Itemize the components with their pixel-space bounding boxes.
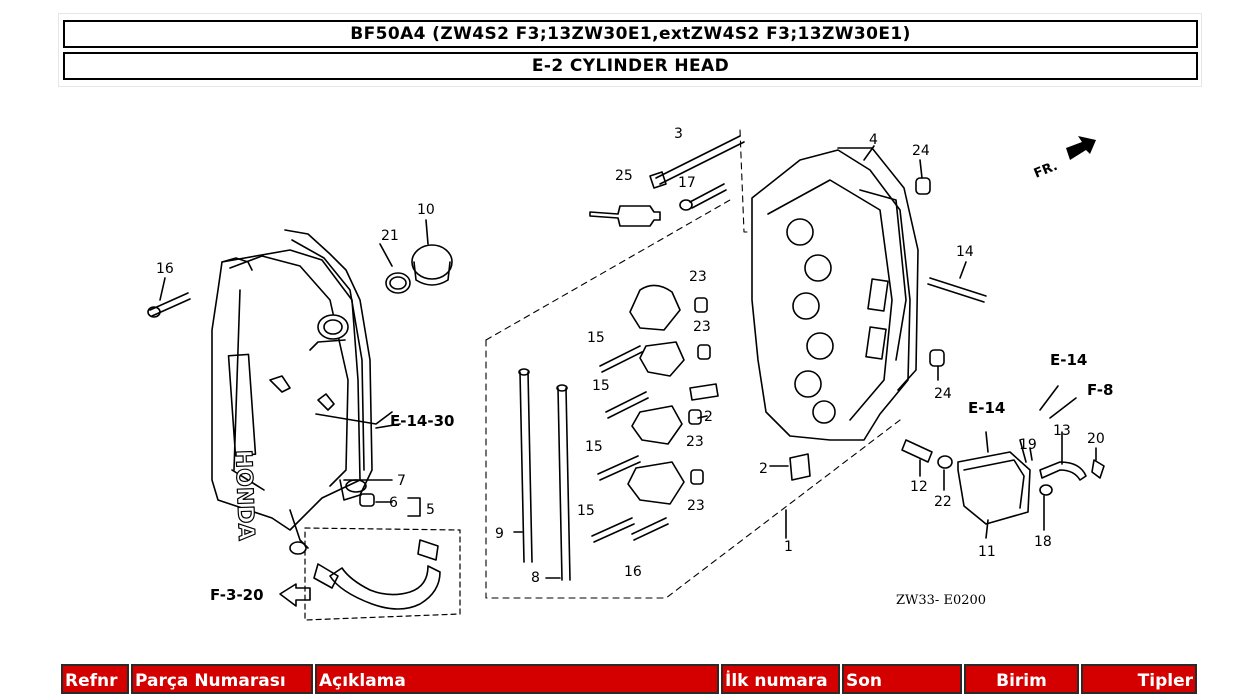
col-header-types[interactable]: Tipler: [1081, 664, 1197, 694]
callout-8: 8: [531, 570, 540, 586]
honda-logo: HONDA: [230, 449, 258, 541]
col-header-last[interactable]: Son: [842, 664, 962, 694]
callout-23b: 23: [693, 319, 711, 335]
diagram-code: ZW33- E0200: [896, 593, 986, 608]
callout-24b: 24: [934, 386, 952, 402]
valve-cover-drawing: [211, 229, 373, 555]
callout-13: 13: [1053, 423, 1071, 439]
callout-9: 9: [495, 526, 504, 542]
callout-16a: 16: [156, 261, 174, 277]
callout-22: 22: [934, 494, 952, 510]
section-title: E-2 CYLINDER HEAD: [63, 52, 1198, 80]
callout-2b: 2: [704, 409, 713, 425]
callout-24a: 24: [912, 143, 930, 159]
col-header-refnr[interactable]: Refnr: [61, 664, 129, 694]
callout-3: 3: [674, 126, 683, 142]
callout-23c: 23: [686, 434, 704, 450]
callout-5: 5: [426, 502, 435, 518]
callout-23a: 23: [689, 269, 707, 285]
ref-e-14-30[interactable]: E-14-30: [390, 412, 454, 430]
col-header-part-number[interactable]: Parça Numarası: [131, 664, 313, 694]
callout-14: 14: [956, 244, 974, 260]
callout-15b: 15: [592, 378, 610, 394]
callout-7: 7: [397, 473, 406, 489]
ref-f-8[interactable]: F-8: [1087, 381, 1113, 399]
col-header-unit[interactable]: Birim: [964, 664, 1079, 694]
callout-21: 21: [381, 228, 399, 244]
model-title: BF50A4 (ZW4S2 F3;13ZW30E1,extZW4S2 F3;13…: [63, 20, 1198, 48]
callout-16b: 16: [624, 564, 642, 580]
front-direction-label: FR.: [1032, 159, 1060, 182]
rocker-arm-drawings: [627, 284, 685, 505]
callout-10: 10: [417, 202, 435, 218]
callout-labels: 1 2 2 3 4 5 6 7 8 9 10 11 12 13 14 15 15…: [156, 126, 1105, 586]
ref-e-14[interactable]: E-14: [968, 399, 1005, 417]
callout-4: 4: [869, 132, 878, 148]
callout-11: 11: [978, 544, 996, 560]
callout-20: 20: [1087, 431, 1105, 447]
callout-1: 1: [784, 539, 793, 555]
callout-12: 12: [910, 479, 928, 495]
ref-f-3-20[interactable]: F-3-20: [210, 586, 264, 604]
callout-17: 17: [678, 175, 696, 191]
callout-23d: 23: [687, 498, 705, 514]
callout-25: 25: [615, 168, 633, 184]
oil-cap-drawing: [385, 244, 453, 294]
front-arrow-icon: [1066, 136, 1096, 160]
callout-18: 18: [1034, 534, 1052, 550]
ref-e-14-top[interactable]: E-14: [1050, 351, 1087, 369]
callout-19: 19: [1019, 437, 1037, 453]
col-header-first-number[interactable]: İlk numara: [721, 664, 840, 694]
callout-15a: 15: [587, 330, 605, 346]
header-frame: [58, 13, 1202, 87]
callout-6: 6: [389, 495, 398, 511]
col-header-description[interactable]: Açıklama: [315, 664, 719, 694]
callout-15d: 15: [577, 503, 595, 519]
callout-15c: 15: [585, 439, 603, 455]
cylinder-head-drawing: [751, 147, 919, 441]
callout-2: 2: [759, 461, 768, 477]
